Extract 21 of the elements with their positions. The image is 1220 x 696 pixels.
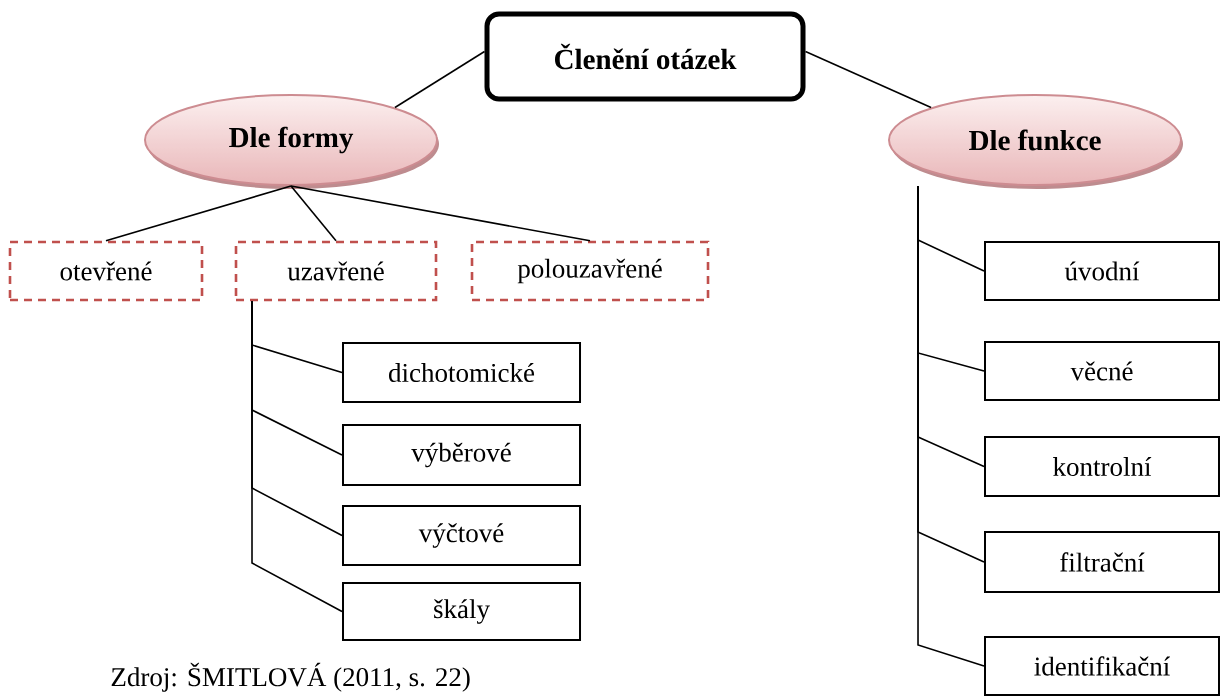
category-box: škály	[342, 582, 581, 641]
connector-line	[917, 185, 985, 667]
connector-line	[290, 185, 591, 242]
category-box: věcné	[984, 341, 1220, 401]
category-box: výčtové	[342, 505, 581, 566]
dashed-box: uzavřené	[234, 240, 438, 302]
category-box: filtrační	[984, 531, 1220, 593]
title-box: Členění otázek	[484, 11, 806, 102]
category-box: výběrové	[342, 424, 581, 486]
dashed-box: polouzavřené	[470, 240, 710, 302]
source-caption: Zdroj: ŠMITLOVÁ (2011, s. 22)	[111, 662, 470, 692]
connector-line	[105, 185, 292, 242]
connector-line	[251, 300, 343, 613]
connector-line	[804, 50, 932, 109]
connector-line	[394, 50, 486, 109]
category-box: dichotomické	[342, 342, 581, 403]
dashed-box: otevřené	[8, 240, 204, 302]
category-box: úvodní	[984, 241, 1220, 301]
category-box: identifikační	[984, 636, 1220, 696]
connector-line	[290, 185, 337, 242]
category-box: kontrolní	[984, 436, 1220, 497]
